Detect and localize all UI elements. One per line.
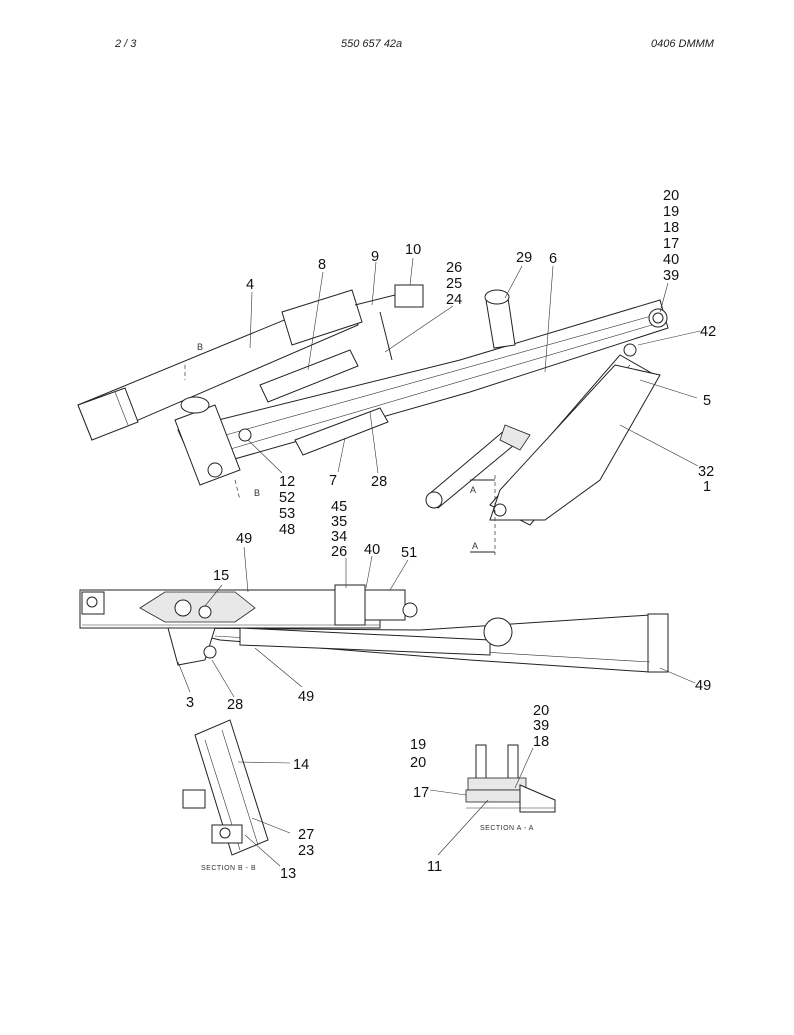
callout-23: 23 bbox=[298, 843, 314, 859]
callout-45: 45 bbox=[331, 499, 347, 515]
drawing-number: 550 657 42a bbox=[341, 38, 403, 50]
callout-5: 5 bbox=[703, 393, 711, 409]
callout-15: 15 bbox=[213, 568, 229, 584]
callout-51: 51 bbox=[401, 545, 417, 561]
callout-49: 49 bbox=[236, 531, 252, 547]
callout-9: 9 bbox=[371, 249, 379, 265]
callout-27: 27 bbox=[298, 827, 314, 843]
callout-32: 32 bbox=[698, 464, 714, 480]
callout-28: 28 bbox=[371, 474, 387, 490]
callout-25: 25 bbox=[446, 276, 462, 292]
middle-boom-view bbox=[79, 584, 669, 673]
valve-block bbox=[394, 284, 424, 308]
page-number: 2 / 3 bbox=[115, 38, 137, 50]
callout-26: 26 bbox=[331, 544, 347, 560]
callout-29: 29 bbox=[516, 250, 532, 266]
cylinder-joint bbox=[483, 617, 513, 647]
callout-48: 48 bbox=[279, 522, 295, 538]
callout-24: 24 bbox=[446, 292, 462, 308]
pin-28 bbox=[203, 645, 217, 659]
pin-15 bbox=[198, 605, 212, 619]
upper-boom-view bbox=[77, 284, 669, 555]
callout-39: 39 bbox=[663, 268, 679, 284]
callout-52: 52 bbox=[279, 490, 295, 506]
lower-bracket bbox=[167, 627, 216, 666]
callout-13: 13 bbox=[280, 866, 296, 882]
valve-block-40 bbox=[364, 589, 406, 621]
section-mark-a: A bbox=[470, 485, 477, 495]
callout-11: 11 bbox=[427, 859, 442, 875]
callout-17: 17 bbox=[663, 236, 679, 252]
callout-42: 42 bbox=[700, 324, 716, 340]
extension-cylinder bbox=[239, 627, 491, 656]
callout-12: 12 bbox=[279, 474, 295, 490]
callout-26: 26 bbox=[446, 260, 462, 276]
arm-plate bbox=[489, 364, 661, 521]
callout-34: 34 bbox=[331, 529, 347, 545]
leader-lines bbox=[177, 257, 701, 867]
beam-plate bbox=[139, 591, 256, 623]
pin-42 bbox=[623, 343, 637, 357]
callout-numbers: 20 19 18 17 40 39 42 5 32 1 29 6 10 9 8 … bbox=[186, 188, 716, 882]
boom-sleeve bbox=[281, 289, 363, 346]
callout-19: 19 bbox=[663, 204, 679, 220]
section-markers: B B A A SECTION B - B SECTION A - A bbox=[197, 342, 534, 872]
callout-39: 39 bbox=[533, 718, 549, 734]
section-mark-b: B bbox=[197, 342, 204, 352]
callout-17: 17 bbox=[413, 785, 429, 801]
callout-6: 6 bbox=[549, 251, 557, 267]
callout-40: 40 bbox=[364, 542, 380, 558]
upright-cylinder bbox=[485, 297, 516, 349]
section-bb-label: SECTION B - B bbox=[201, 865, 256, 872]
callout-49: 49 bbox=[298, 689, 314, 705]
pin-12 bbox=[238, 428, 252, 442]
telescope-cylinder bbox=[259, 349, 359, 403]
callout-14: 14 bbox=[293, 757, 309, 773]
section-aa bbox=[465, 744, 556, 813]
section-aa-label: SECTION A - A bbox=[480, 825, 534, 832]
callout-4: 4 bbox=[246, 277, 254, 293]
lift-cylinder bbox=[294, 407, 389, 456]
pivot-pin bbox=[493, 503, 507, 517]
callout-20: 20 bbox=[533, 703, 549, 719]
section-bb bbox=[182, 719, 269, 856]
cylinder-collar bbox=[499, 424, 531, 451]
section-mark-a: A bbox=[472, 541, 479, 551]
cylinder-eye bbox=[425, 491, 443, 509]
callout-10: 10 bbox=[405, 242, 421, 258]
revision-code: 0406 DMMM bbox=[651, 38, 714, 50]
callout-7: 7 bbox=[329, 473, 337, 489]
callout-3: 3 bbox=[186, 695, 194, 711]
section-mark-b: B bbox=[254, 488, 261, 498]
callout-53: 53 bbox=[279, 506, 295, 522]
callout-1: 1 bbox=[703, 479, 711, 495]
callout-18: 18 bbox=[533, 734, 549, 750]
callout-20: 20 bbox=[410, 755, 426, 771]
callout-20: 20 bbox=[663, 188, 679, 204]
callout-28: 28 bbox=[227, 697, 243, 713]
callout-8: 8 bbox=[318, 257, 326, 273]
callout-40: 40 bbox=[663, 252, 679, 268]
beam-end bbox=[647, 613, 669, 673]
boom-head bbox=[77, 387, 139, 441]
callout-35: 35 bbox=[331, 514, 347, 530]
callout-19: 19 bbox=[410, 737, 426, 753]
callout-49: 49 bbox=[695, 678, 711, 694]
callout-18: 18 bbox=[663, 220, 679, 236]
